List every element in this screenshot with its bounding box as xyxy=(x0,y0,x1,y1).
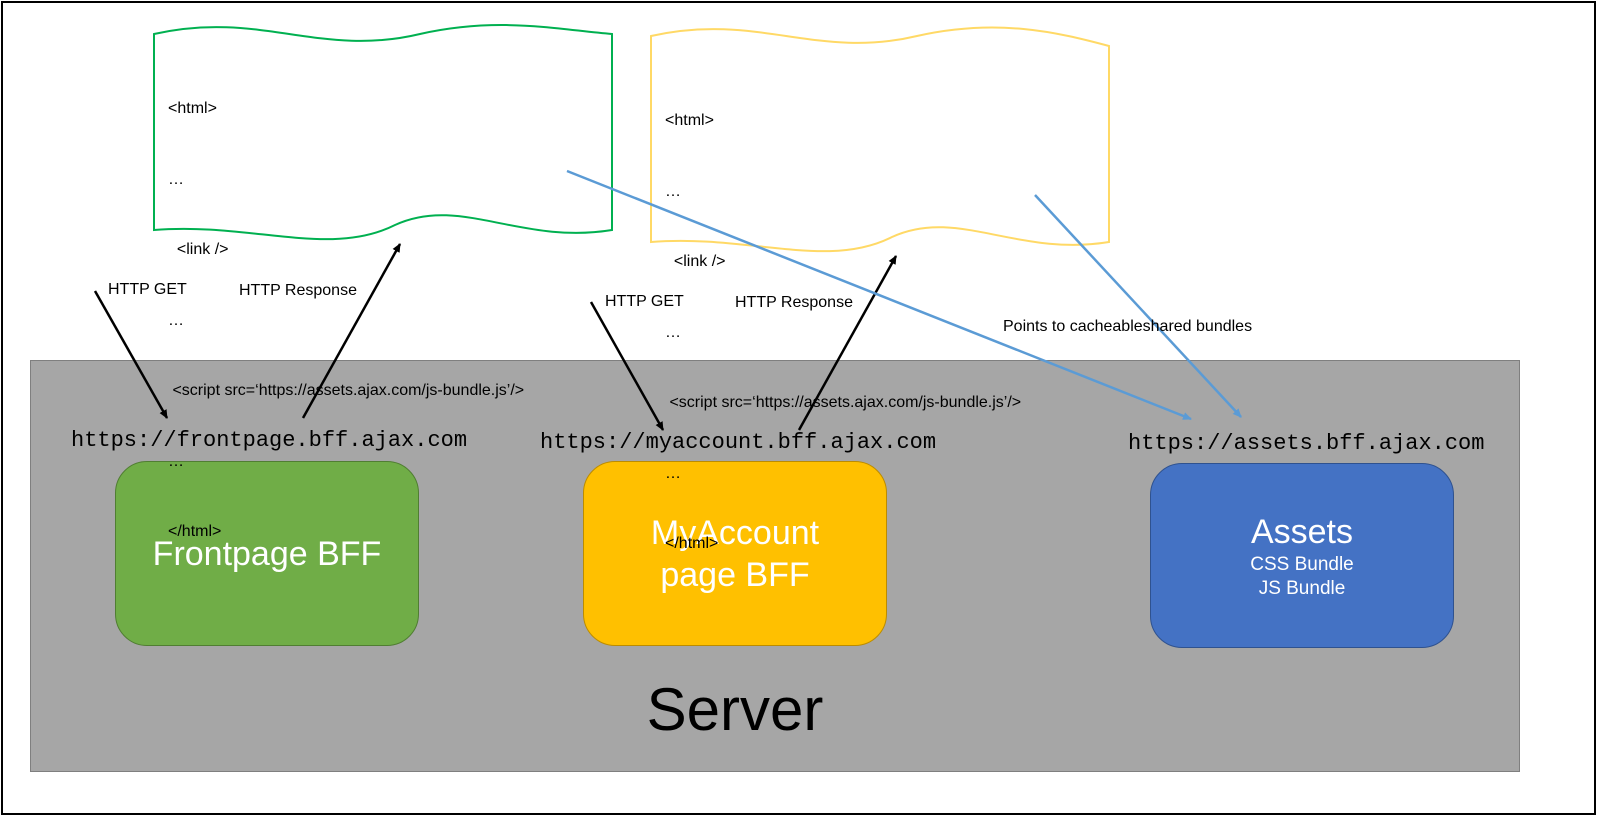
js-bundle-label: JS Bundle xyxy=(1258,577,1346,599)
http-get-arrow-2 xyxy=(589,301,665,431)
myaccount-html-document-shape xyxy=(650,26,1110,253)
frontpage-html-document-text: <html> … <link /> … <script src=‘https:/… xyxy=(168,50,524,567)
frontpage-bff-title: Frontpage BFF xyxy=(152,534,382,573)
doc2-line: <link /> xyxy=(665,253,726,270)
http-get-label-1: HTTP GET xyxy=(108,281,187,298)
assets-title: Assets xyxy=(1250,512,1354,551)
http-response-arrow-2 xyxy=(797,255,898,431)
doc2-line: </html> xyxy=(665,535,719,552)
myaccount-html-document-text: <html> … <link /> … <script src=‘https:/… xyxy=(665,62,1021,579)
script-reference-arrow-2 xyxy=(1034,194,1242,418)
assets-url: https://assets.bff.ajax.com xyxy=(1128,431,1485,456)
doc2-line: … xyxy=(665,182,681,200)
doc1-line: … xyxy=(168,311,184,329)
myaccount-bff-title-line-1: MyAccount xyxy=(650,513,820,552)
myaccount-url: https://myaccount.bff.ajax.com xyxy=(540,430,937,455)
myaccount-bff-box: MyAccount page BFF xyxy=(583,461,887,646)
http-get-arrow-1 xyxy=(93,290,169,419)
doc1-line: <link /> xyxy=(168,241,229,258)
doc1-line: </html> xyxy=(168,523,222,540)
myaccount-bff-title-line-2: page BFF xyxy=(660,555,810,594)
doc2-line: <script src=‘https://assets.ajax.com/js-… xyxy=(665,394,1022,411)
doc1-line: … xyxy=(168,170,184,188)
script-reference-arrow-1 xyxy=(566,169,1192,421)
points-to-label: Points to cacheableshared bundles xyxy=(1003,318,1253,335)
css-bundle-label: CSS Bundle xyxy=(1250,553,1354,575)
doc2-line: <html> xyxy=(665,112,714,129)
doc1-line: <script src=‘https://assets.ajax.com/js-… xyxy=(168,382,525,399)
doc2-line: … xyxy=(665,464,681,482)
http-response-label-2: HTTP Response xyxy=(735,294,853,311)
http-response-label-1: HTTP Response xyxy=(239,282,357,299)
doc1-line: <html> xyxy=(168,100,217,117)
http-get-label-2: HTTP GET xyxy=(605,293,684,310)
assets-box: Assets CSS Bundle JS Bundle xyxy=(1150,463,1454,648)
doc1-line: … xyxy=(168,452,184,470)
doc2-line: … xyxy=(665,323,681,341)
http-response-arrow-1 xyxy=(301,243,402,419)
frontpage-html-document-shape xyxy=(153,24,613,241)
server-label: Server xyxy=(646,676,824,743)
frontpage-url: https://frontpage.bff.ajax.com xyxy=(71,428,468,453)
frontpage-bff-box: Frontpage BFF xyxy=(115,461,419,646)
